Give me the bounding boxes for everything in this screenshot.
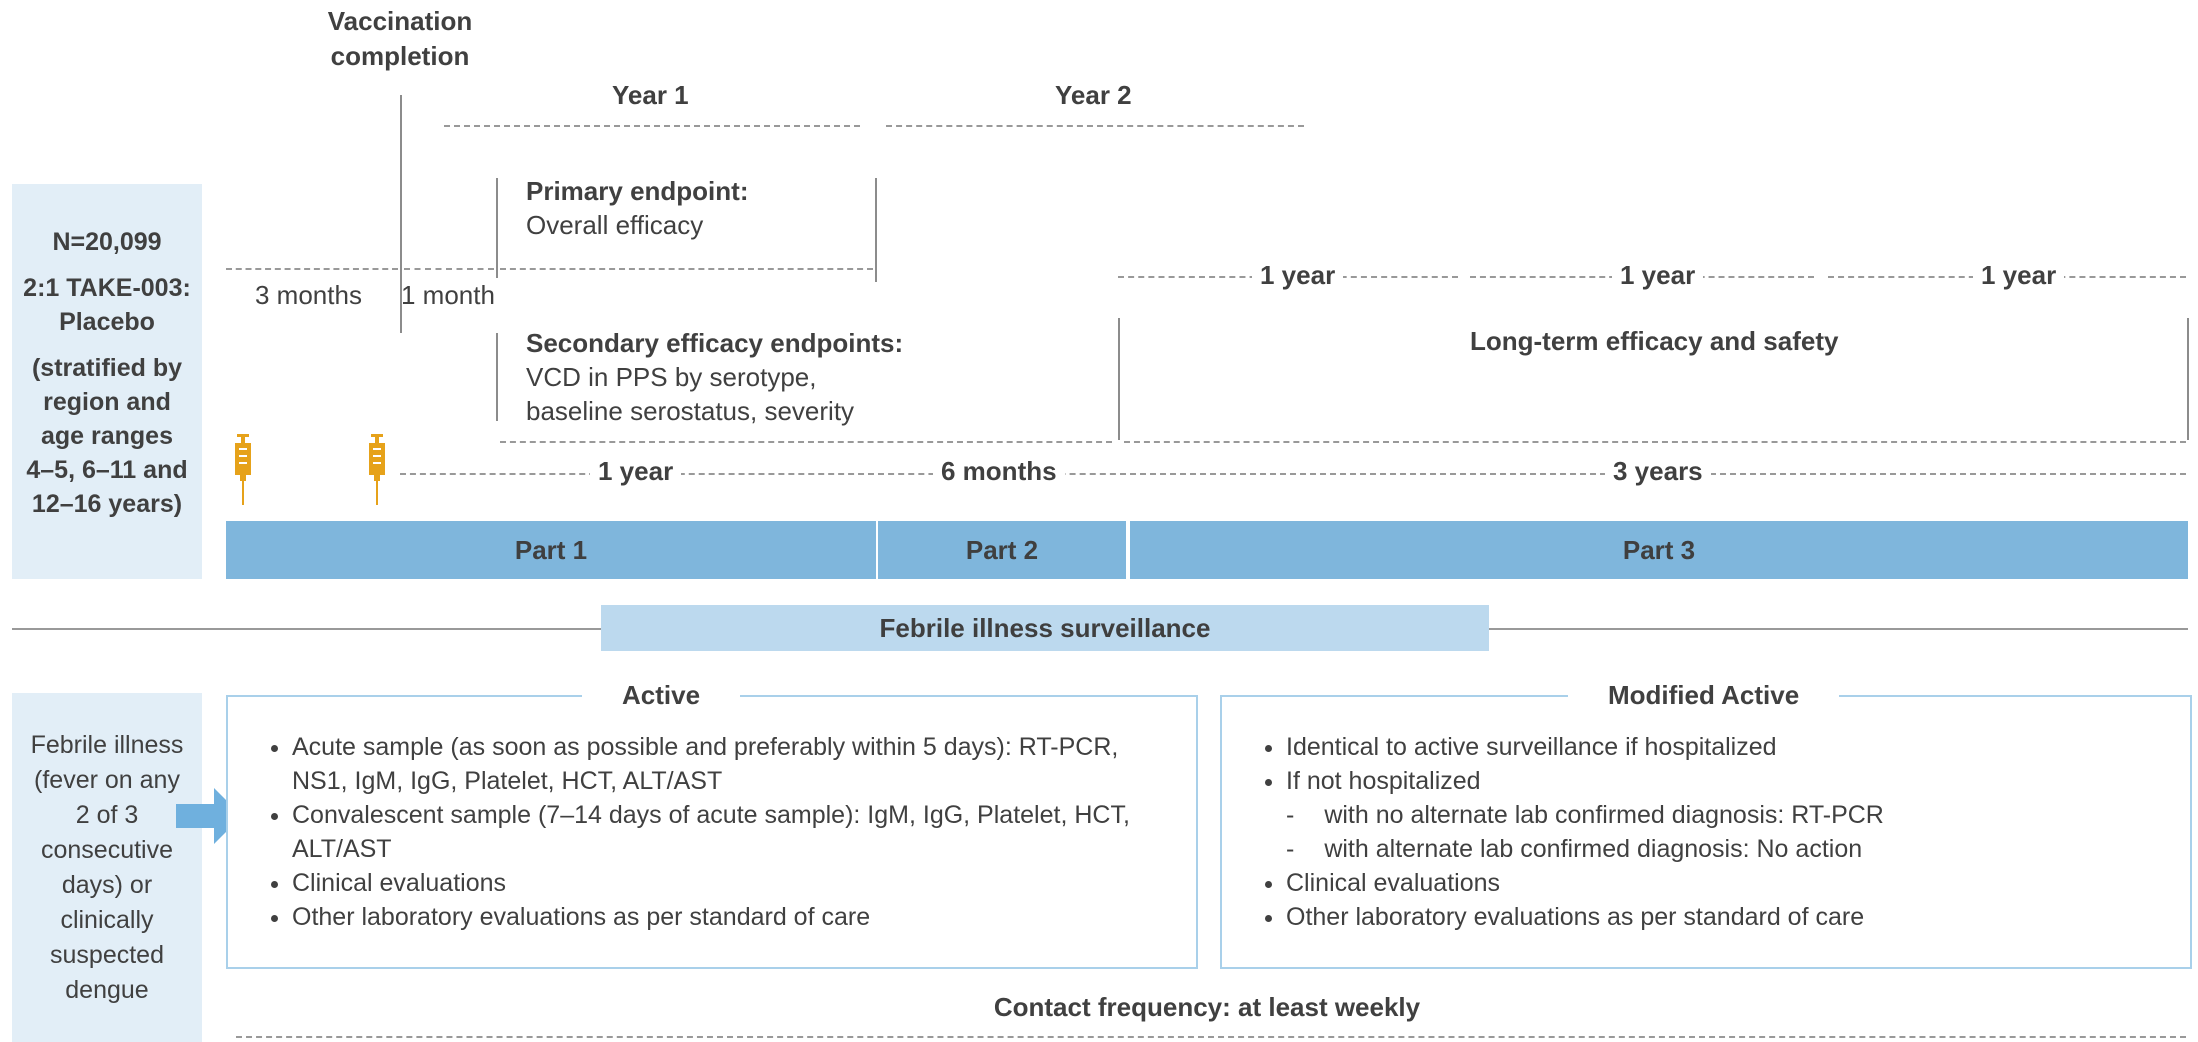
secondary-endpoints-title: Secondary efficacy endpoints: — [526, 328, 904, 358]
end-line — [2187, 318, 2189, 440]
active-title: Active — [582, 680, 741, 711]
part-1: Part 1 — [226, 521, 876, 579]
longterm-year-3: 1 year — [1973, 260, 2065, 291]
surveillance-banner: Febrile illness surveillance — [601, 605, 1489, 651]
contact-frequency-arrow — [236, 1036, 2186, 1038]
vaccination-completion-label: Vaccination completion — [327, 6, 473, 71]
part2-duration: 6 months — [933, 456, 1065, 487]
modified-item-4: Other laboratory evaluations as per stan… — [1286, 900, 2164, 934]
part-2: Part 2 — [878, 521, 1126, 579]
modified-item-1: Identical to active surveillance if hosp… — [1286, 730, 2164, 764]
year1-arrow — [444, 125, 860, 127]
part-3: Part 3 — [1130, 521, 2188, 579]
part3-start-line — [1118, 318, 1120, 440]
study-strat-5: 12–16 years) — [31, 490, 183, 518]
longterm-year-1: 1 year — [1252, 260, 1344, 291]
primary-end-line — [875, 178, 877, 282]
year2-label: Year 2 — [1055, 80, 1132, 110]
contact-frequency: Contact frequency: at least weekly — [993, 992, 1421, 1022]
study-n: N=20,099 — [52, 228, 162, 256]
part1-duration: 1 year — [590, 456, 682, 487]
study-strat-3: age ranges — [40, 422, 173, 450]
longterm-label: Long-term efficacy and safety — [1470, 326, 1839, 356]
right-arrow-icon — [176, 788, 242, 844]
year2-arrow — [886, 125, 1304, 127]
vaccination-line — [400, 95, 402, 333]
one-month-arrow — [404, 268, 494, 270]
active-surveillance-box — [226, 695, 1198, 969]
primary-endpoint-title: Primary endpoint: — [526, 176, 749, 206]
febrile-illness-box: Febrile illness (fever on any 2 of 3 con… — [12, 693, 202, 1042]
study-strat-1: (stratified by — [31, 354, 183, 382]
longterm-total-arrow — [1124, 441, 2186, 443]
primary-arrow — [500, 268, 873, 270]
modified-active-list: Identical to active surveillance if hosp… — [1244, 730, 2164, 934]
three-months-arrow — [226, 268, 398, 270]
one-month-label: 1 month — [401, 280, 495, 310]
primary-endpoint-value: Overall efficacy — [526, 210, 704, 240]
three-months-label: 3 months — [255, 280, 362, 310]
study-strat-2: region and — [43, 388, 171, 416]
secondary-line-1: VCD in PPS by serotype, — [526, 362, 817, 392]
active-item-3: Clinical evaluations — [292, 866, 1170, 900]
study-strat-4: 4–5, 6–11 and — [26, 456, 188, 484]
part3-duration: 3 years — [1605, 456, 1711, 487]
primary-start-line — [496, 178, 498, 278]
active-list: Acute sample (as soon as possible and pr… — [250, 730, 1170, 934]
syringe-icon — [235, 434, 251, 505]
longterm-year-2: 1 year — [1612, 260, 1704, 291]
secondary-line-2: baseline serostatus, severity — [526, 396, 855, 426]
modified-sub-1: -with no alternate lab confirmed diagnos… — [1286, 801, 1884, 829]
secondary-arrow — [500, 441, 1112, 443]
secondary-start-line — [496, 333, 498, 421]
syringe-icon — [369, 434, 385, 505]
study-ratio-2: Placebo — [59, 308, 155, 336]
modified-sub-2: -with alternate lab confirmed diagnosis:… — [1286, 835, 1863, 863]
study-ratio-1: 2:1 TAKE-003: — [23, 274, 191, 302]
modified-item-2: If not hospitalized — [1286, 764, 2164, 798]
active-item-1: Acute sample (as soon as possible and pr… — [292, 730, 1170, 798]
study-population-box: N=20,099 2:1 TAKE-003: Placebo (stratifi… — [12, 184, 202, 579]
active-item-4: Other laboratory evaluations as per stan… — [292, 900, 1170, 934]
year1-label: Year 1 — [612, 80, 689, 110]
modified-active-title: Modified Active — [1568, 680, 1840, 711]
active-item-2: Convalescent sample (7–14 days of acute … — [292, 798, 1170, 866]
modified-item-3: Clinical evaluations — [1286, 866, 2164, 900]
